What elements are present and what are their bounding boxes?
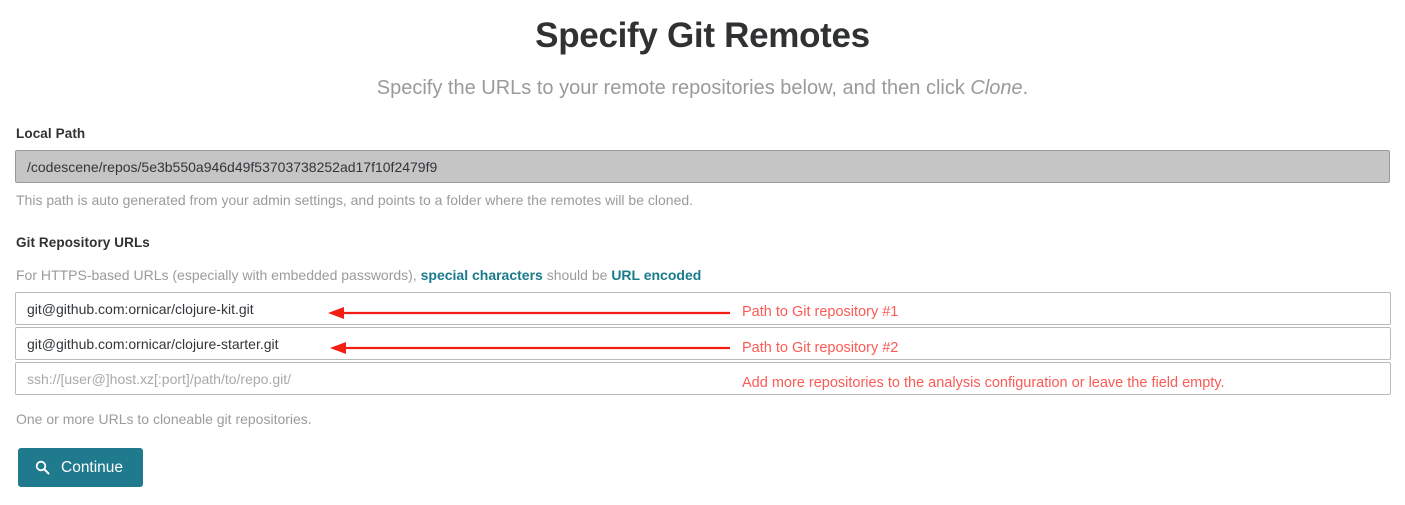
page-subtitle-emphasis: Clone	[970, 77, 1023, 99]
page-title: Specify Git Remotes	[535, 16, 870, 55]
repo-url-input-2[interactable]	[15, 327, 1391, 360]
git-urls-label: Git Repository URLs	[16, 235, 150, 250]
https-note-prefix: For HTTPS-based URLs (especially with em…	[16, 267, 421, 283]
page-subtitle-prefix: Specify the URLs to your remote reposito…	[376, 77, 971, 99]
local-path-input	[15, 150, 1390, 183]
page-subtitle-suffix: .	[1022, 77, 1029, 99]
continue-button[interactable]: Continue	[18, 448, 144, 487]
page-subtitle: Specify the URLs to your remote reposito…	[0, 74, 1405, 102]
url-encoded-link[interactable]: URL encoded	[611, 267, 702, 283]
local-path-label: Local Path	[16, 126, 86, 141]
repo-url-input-1[interactable]	[15, 292, 1391, 325]
https-note-middle: should be	[542, 267, 612, 283]
repo-url-input-3[interactable]	[15, 362, 1391, 395]
repo-url-input-group	[15, 292, 1391, 395]
continue-button-label: Continue	[61, 458, 124, 476]
local-path-help-text: This path is auto generated from your ad…	[16, 192, 694, 208]
git-urls-help-text: One or more URLs to cloneable git reposi…	[16, 411, 312, 427]
https-url-encoding-note: For HTTPS-based URLs (especially with em…	[16, 265, 701, 285]
search-icon	[35, 460, 50, 475]
special-characters-link[interactable]: special characters	[420, 267, 543, 283]
